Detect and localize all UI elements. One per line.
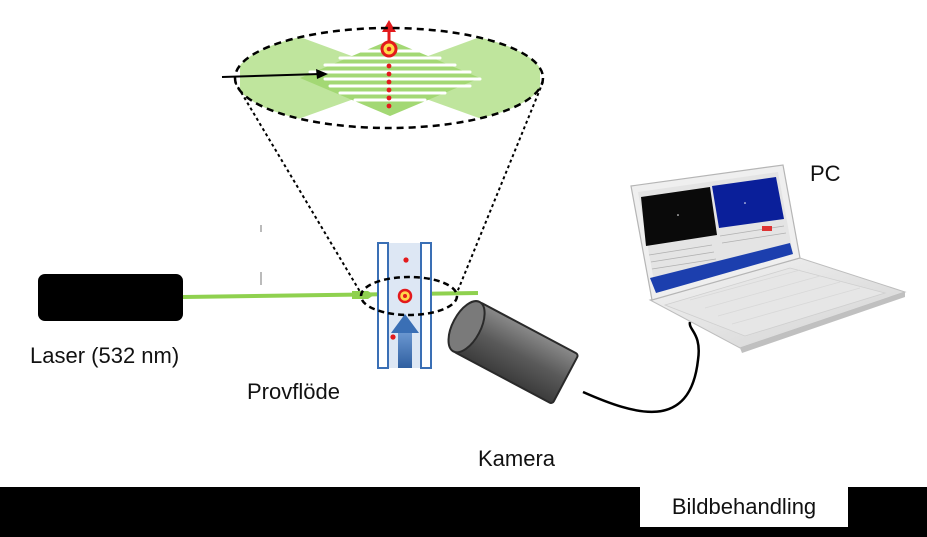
zoom-view [221, 20, 545, 130]
laser-device-icon [38, 274, 183, 321]
camera-icon [447, 300, 579, 404]
laser-label: Laser (532 nm) [30, 343, 180, 368]
image-processing-label: Bildbehandling [640, 487, 848, 527]
flow-label: Provflöde [247, 379, 340, 404]
camera-label: Kamera [478, 446, 556, 471]
laptop-icon [630, 164, 907, 353]
measurement-volume [359, 275, 459, 317]
particle-trail [386, 63, 392, 109]
flow-channel [377, 242, 432, 369]
incident-arrow [221, 73, 321, 78]
beam-direction-arrow [352, 291, 374, 299]
laser-beam [182, 291, 479, 299]
incident-arrowhead [316, 69, 328, 79]
screen-status-strip [650, 243, 793, 293]
screen-panel-blue [712, 177, 784, 228]
pc-label: PC [810, 161, 841, 186]
screen-panel-dark [641, 187, 717, 246]
zoom-ellipse [233, 26, 545, 130]
zoom-projection-lines [234, 81, 544, 296]
camera-cable [582, 321, 700, 413]
flow-arrow-icon [391, 314, 419, 333]
